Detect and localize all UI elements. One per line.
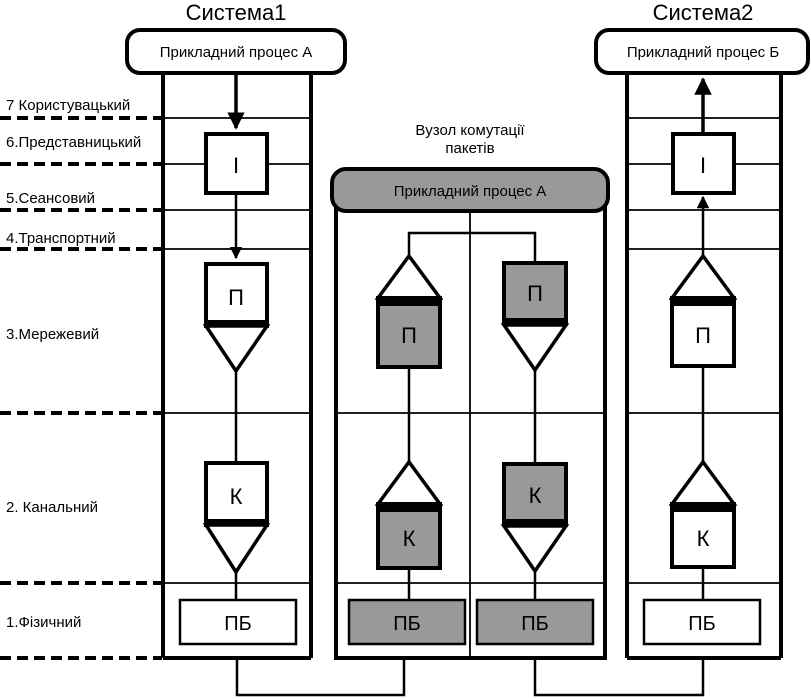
system1-network-block (204, 262, 269, 325)
system2-network-block (670, 302, 736, 368)
switch-node: Вузол комутації пакетів Прикладний проце… (330, 122, 610, 660)
system1-title: Система1 (186, 0, 287, 25)
switch-left-link-label: К (403, 526, 416, 551)
switch-left-network-label: П (401, 323, 417, 348)
system1-network-triangle (202, 324, 271, 375)
system2-physical-label: ПБ (688, 613, 716, 635)
system1-app-process-label: Прикладний процес А (160, 44, 313, 61)
layer-2-label: 2. Канальний (6, 499, 98, 516)
layer-4-label: 4.Транспортний (6, 230, 116, 247)
system2-network-label: П (695, 323, 711, 348)
system2-link-triangle (668, 459, 738, 506)
system1-physical-block (178, 598, 298, 646)
system2-link-label: К (697, 526, 710, 551)
layer-labels: 7 Користувацький 6.Представницький 5.Сеа… (6, 97, 141, 631)
system2-app-process-box (594, 28, 810, 75)
system2: Система2 Прикладний процес Б І П (594, 0, 810, 660)
switch-left-link-block (376, 508, 442, 570)
system1: Система1 Прикладний процес А І П (125, 0, 347, 660)
switch-left-network-block (376, 302, 442, 369)
switch-node-app-process-box (330, 167, 610, 213)
system2-presentation-block (671, 132, 736, 195)
system1-physical-label: ПБ (224, 613, 252, 635)
switch-right-network-label: П (527, 281, 543, 306)
system1-link-block (204, 461, 269, 524)
switch-right-link-block (502, 462, 568, 524)
switch-right-physical-block (475, 598, 595, 646)
layer-7-label: 7 Користувацький (6, 97, 130, 114)
system2-title: Система2 (653, 0, 754, 25)
layer-5-label: 5.Сеансовий (6, 190, 95, 207)
physical-link (235, 658, 705, 697)
system2-app-process-label: Прикладний процес Б (627, 44, 780, 61)
switch-right-physical-label: ПБ (521, 613, 549, 635)
switch-right-link-label: К (529, 483, 542, 508)
system2-network-triangle (668, 253, 738, 300)
system2-physical-block (642, 598, 762, 646)
switch-left-physical-block (347, 598, 467, 646)
system1-network-label: П (228, 285, 244, 310)
switch-node-app-process-label: Прикладний процес А (394, 183, 547, 200)
layer-1-label: 1.Фізичний (6, 614, 81, 631)
switch-right-network-triangle (500, 323, 570, 374)
system2-presentation-label: І (700, 153, 706, 178)
system1-presentation-label: І (233, 153, 239, 178)
system1-link-label: К (230, 484, 243, 509)
system1-presentation-block (204, 132, 269, 195)
layer-6-label: 6.Представницький (6, 134, 141, 151)
layer-3-label: 3.Мережевий (6, 326, 99, 343)
switch-node-caption-line2: пакетів (445, 140, 494, 157)
layer-separators (0, 116, 162, 660)
switch-left-physical-label: ПБ (393, 613, 421, 635)
system1-link-triangle (202, 523, 271, 576)
switch-right-link-triangle (500, 524, 570, 575)
system2-link-block (670, 508, 736, 569)
switch-node-caption-line1: Вузол комутації (415, 122, 525, 139)
